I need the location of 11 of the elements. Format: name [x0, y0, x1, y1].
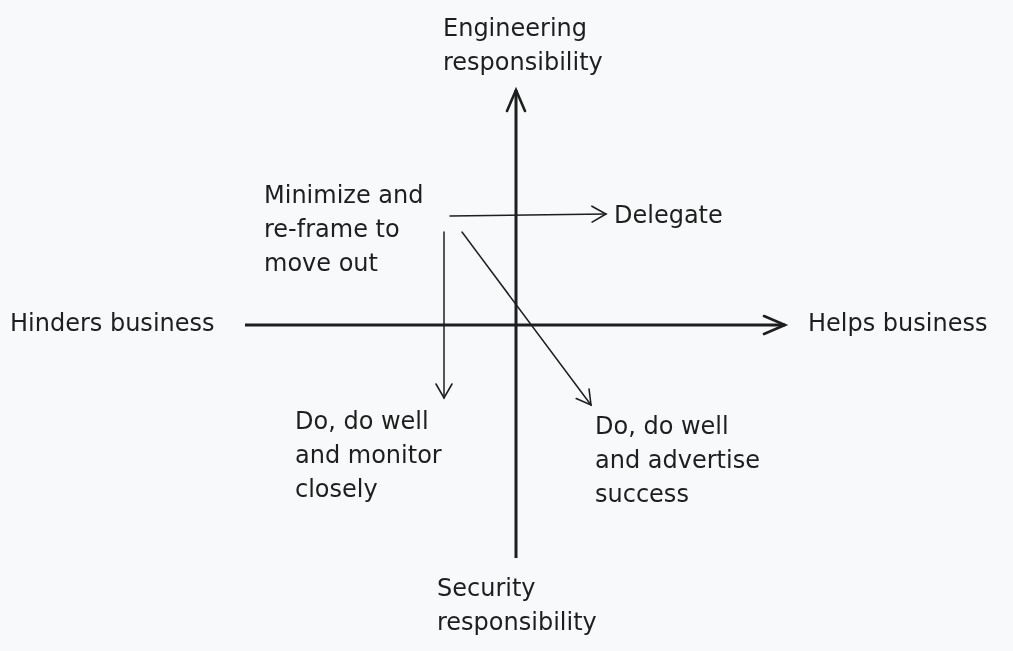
axis-label: Engineering responsibility	[443, 13, 604, 78]
quadrant-label: Minimize and re-frame to move out	[264, 178, 440, 280]
axis-label: Hinders business	[10, 308, 215, 339]
arrow	[435, 231, 453, 399]
arrow	[449, 205, 607, 223]
axis-label: Helps business	[808, 308, 988, 339]
quadrant-label: Do, do well and monitor closely	[295, 404, 467, 506]
quadrant-label: Delegate	[614, 198, 723, 232]
axis-label: Security responsibility	[437, 573, 598, 638]
arrow	[461, 231, 592, 406]
quadrant-label: Do, do well and advertise success	[595, 409, 769, 511]
